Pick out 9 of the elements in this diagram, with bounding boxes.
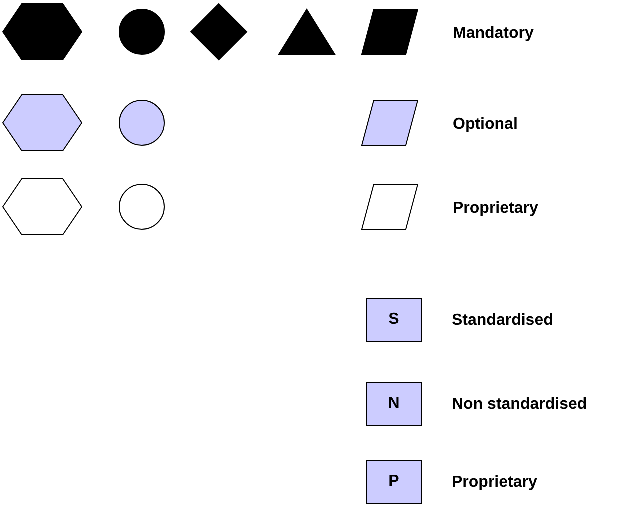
letter-box: N (366, 382, 422, 426)
legend-label: Mandatory (453, 25, 534, 43)
box-caption: Proprietary (452, 474, 538, 492)
box-caption: Non standardised (452, 396, 588, 414)
letter-box: S (366, 298, 422, 342)
legend-label: Optional (453, 116, 518, 134)
letter-box: P (366, 460, 422, 504)
box-caption: Standardised (452, 312, 554, 330)
legend-label: Proprietary (453, 200, 538, 218)
